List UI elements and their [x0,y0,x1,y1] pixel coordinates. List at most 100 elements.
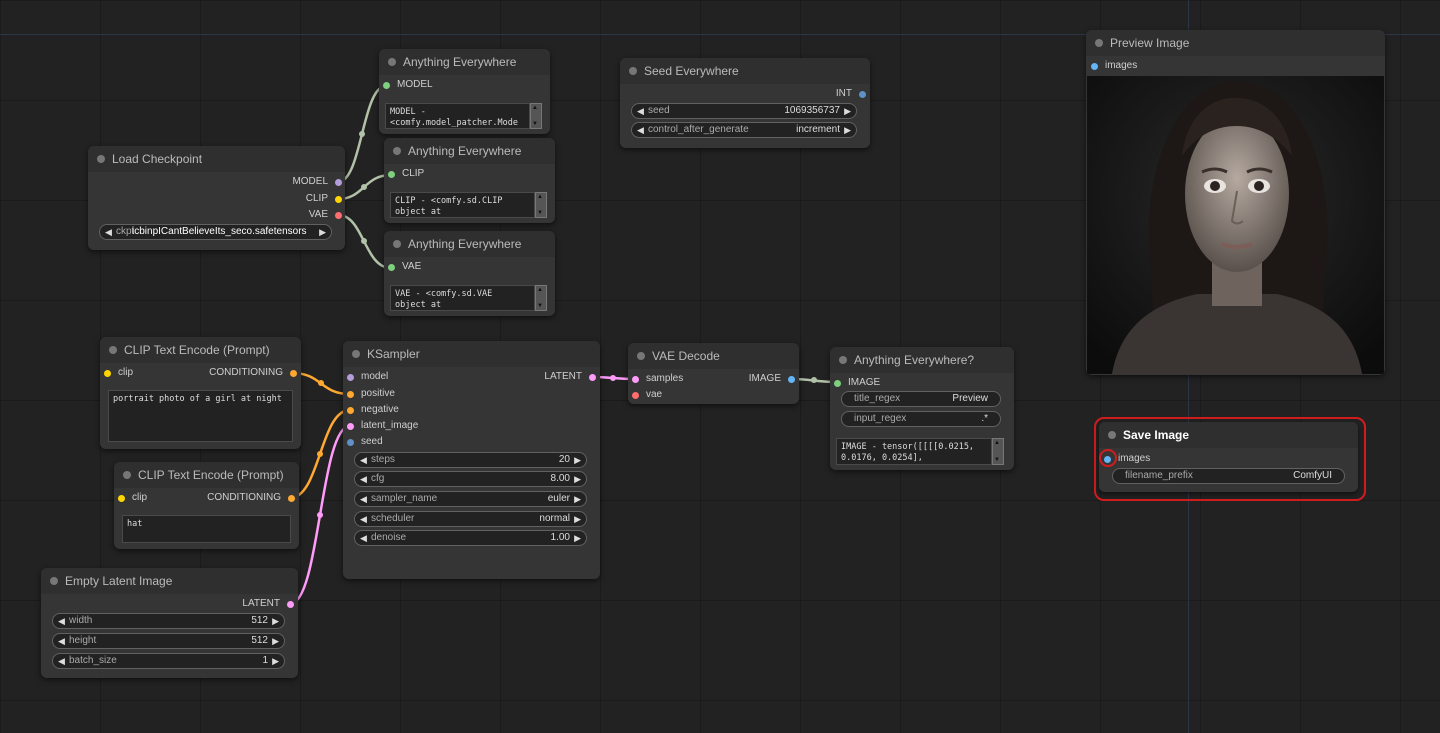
node-load-checkpoint[interactable]: Load Checkpoint MODEL CLIP VAE ◀ ckpt ic… [88,146,345,250]
seed-widget[interactable]: ◀ seed 1069356737 ▶ [631,103,857,119]
output-conditioning[interactable]: CONDITIONING [209,366,297,380]
arrow-right-icon[interactable]: ▶ [574,514,581,524]
node-title[interactable]: Save Image [1099,422,1358,448]
node-title[interactable]: Anything Everywhere [384,138,555,164]
arrow-left-icon[interactable]: ◀ [637,106,644,116]
node-title[interactable]: Preview Image [1086,30,1385,56]
collapse-dot-icon[interactable] [352,350,360,358]
arrow-left-icon[interactable]: ◀ [360,474,367,484]
input-seed[interactable]: seed [347,435,383,449]
node-anything-everywhere-clip[interactable]: Anything Everywhere CLIP CLIP - <comfy.s… [384,138,555,223]
collapse-dot-icon[interactable] [123,471,131,479]
node-title[interactable]: Load Checkpoint [88,146,345,172]
arrow-right-icon[interactable]: ▶ [272,636,279,646]
prompt-textarea[interactable]: portrait photo of a girl at night [108,390,293,442]
output-latent[interactable]: LATENT [544,370,596,384]
info-text[interactable]: VAE - <comfy.sd.VAE object at [390,285,535,311]
node-title[interactable]: Anything Everywhere? [830,347,1014,373]
node-seed-everywhere[interactable]: Seed Everywhere INT ◀ seed 1069356737 ▶ … [620,58,870,148]
info-text[interactable]: IMAGE - tensor([[[[0.0215, 0.0176, 0.025… [836,438,992,465]
arrow-right-icon[interactable]: ▶ [844,106,851,116]
arrow-left-icon[interactable]: ◀ [58,636,65,646]
output-image[interactable]: IMAGE [749,372,795,386]
info-text[interactable]: CLIP - <comfy.sd.CLIP object at [390,192,535,218]
collapse-dot-icon[interactable] [50,577,58,585]
input-samples[interactable]: samples [632,372,683,386]
output-vae[interactable]: VAE [309,208,342,222]
arrow-left-icon[interactable]: ◀ [58,616,65,626]
node-title[interactable]: Anything Everywhere [379,49,550,75]
node-preview-image[interactable]: Preview Image images [1086,30,1385,375]
node-clip-text-encode-negative[interactable]: CLIP Text Encode (Prompt) clip CONDITION… [114,462,299,549]
node-anything-everywhere-model[interactable]: Anything Everywhere MODEL MODEL - <comfy… [379,49,550,134]
arrow-left-icon[interactable]: ◀ [360,533,367,543]
input-latent-image[interactable]: latent_image [347,419,418,433]
node-title[interactable]: VAE Decode [628,343,799,369]
output-latent[interactable]: LATENT [242,597,294,611]
arrow-right-icon[interactable]: ▶ [844,125,851,135]
arrow-right-icon[interactable]: ▶ [574,474,581,484]
arrow-right-icon[interactable]: ▶ [574,494,581,504]
node-title[interactable]: KSampler [343,341,600,367]
input-regex-widget[interactable]: input_regex.* [841,411,1001,427]
input-vae[interactable]: vae [632,388,662,402]
input-negative[interactable]: negative [347,403,399,417]
output-conditioning[interactable]: CONDITIONING [207,491,295,505]
node-title[interactable]: Empty Latent Image [41,568,298,594]
arrow-right-icon[interactable]: ▶ [272,656,279,666]
info-text[interactable]: MODEL - <comfy.model_patcher.Mode [385,103,530,129]
node-title[interactable]: Seed Everywhere [620,58,870,84]
collapse-dot-icon[interactable] [97,155,105,163]
collapse-dot-icon[interactable] [629,67,637,75]
collapse-dot-icon[interactable] [393,147,401,155]
collapse-dot-icon[interactable] [1108,431,1116,439]
collapse-dot-icon[interactable] [637,352,645,360]
scrollbar[interactable]: ▲▼ [535,285,547,311]
node-vae-decode[interactable]: VAE Decode samples vae IMAGE [628,343,799,404]
collapse-dot-icon[interactable] [109,346,117,354]
input-images[interactable]: images [1091,59,1137,73]
node-ksampler[interactable]: KSampler model positive negative latent_… [343,341,600,579]
arrow-left-icon[interactable]: ◀ [637,125,644,135]
input-model[interactable]: MODEL [383,78,433,92]
scrollbar[interactable]: ▲▼ [535,192,547,218]
arrow-right-icon[interactable]: ▶ [319,227,326,237]
input-clip[interactable]: clip [118,491,147,505]
arrow-right-icon[interactable]: ▶ [574,455,581,465]
input-positive[interactable]: positive [347,387,395,401]
arrow-right-icon[interactable]: ▶ [272,616,279,626]
arrow-left-icon[interactable]: ◀ [360,514,367,524]
collapse-dot-icon[interactable] [1095,39,1103,47]
preview-image-canvas[interactable] [1087,76,1384,374]
node-anything-everywhere-vae[interactable]: Anything Everywhere VAE VAE - <comfy.sd.… [384,231,555,316]
output-clip[interactable]: CLIP [306,192,342,206]
node-clip-text-encode-positive[interactable]: CLIP Text Encode (Prompt) clip CONDITION… [100,337,301,449]
scrollbar[interactable]: ▲▼ [992,438,1004,465]
ckpt-name-widget[interactable]: ◀ ckpt icbinpICantBelieveIts_seco.safete… [99,224,332,240]
prompt-textarea[interactable]: hat [122,515,291,543]
node-title[interactable]: CLIP Text Encode (Prompt) [114,462,299,488]
arrow-left-icon[interactable]: ◀ [105,227,112,237]
collapse-dot-icon[interactable] [393,240,401,248]
node-title[interactable]: Anything Everywhere [384,231,555,257]
arrow-right-icon[interactable]: ▶ [574,533,581,543]
input-model[interactable]: model [347,370,388,384]
scrollbar[interactable]: ▲▼ [530,103,542,129]
input-vae[interactable]: VAE [388,260,421,274]
arrow-left-icon[interactable]: ◀ [58,656,65,666]
arrow-left-icon[interactable]: ◀ [360,455,367,465]
collapse-dot-icon[interactable] [388,58,396,66]
input-clip[interactable]: clip [104,366,133,380]
node-title[interactable]: CLIP Text Encode (Prompt) [100,337,301,363]
